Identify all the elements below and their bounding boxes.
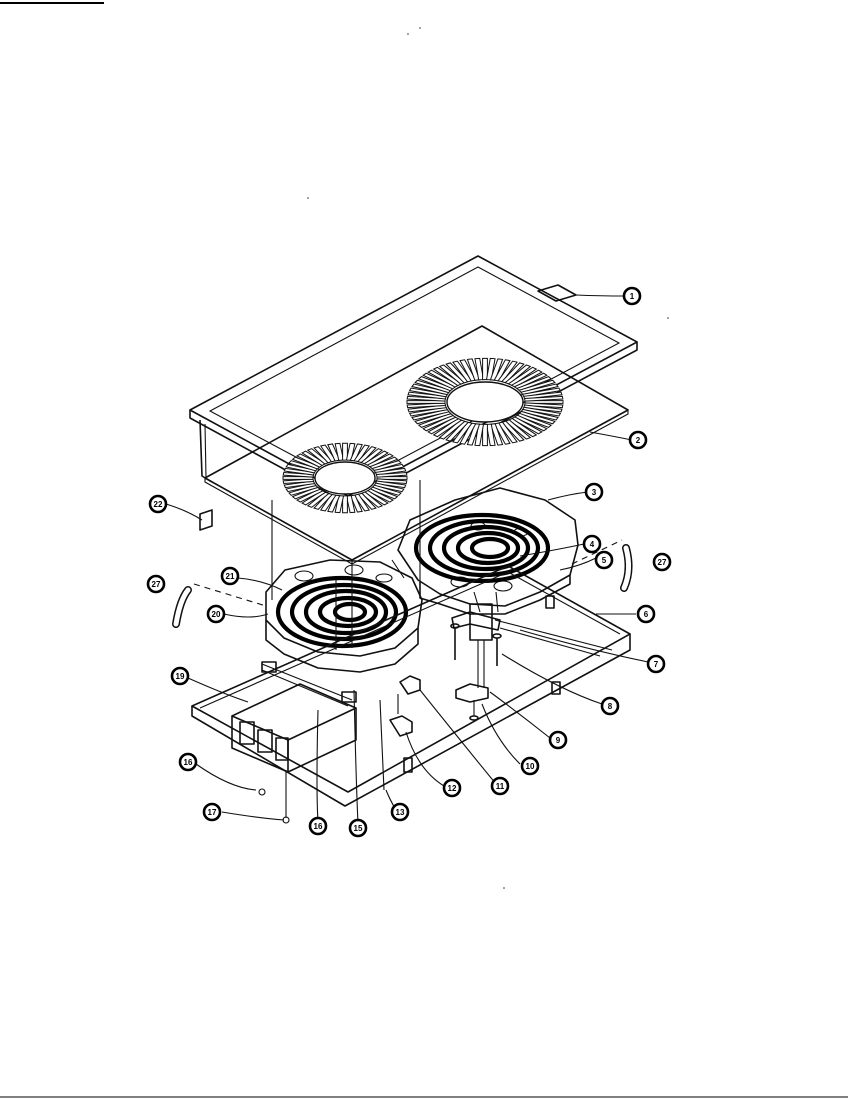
screws-and-clips [379, 611, 502, 791]
right-element-pan [397, 487, 579, 688]
callout-circle [390, 802, 410, 822]
callout-circle [146, 574, 166, 594]
base-pan [191, 565, 631, 807]
callout-number: 3 [592, 488, 597, 497]
callout-number: 16 [314, 822, 323, 831]
corner-bracket [199, 509, 213, 531]
callout-circle [584, 482, 604, 502]
control-box [231, 661, 357, 824]
callout-circle [202, 802, 222, 822]
callout-number: 27 [658, 558, 667, 567]
callout-number: 6 [644, 610, 649, 619]
callout-circle [646, 654, 666, 674]
callout-number: 8 [608, 702, 613, 711]
callout-circle [148, 494, 168, 514]
callout-number: 2 [636, 436, 641, 445]
callout-circle [600, 696, 620, 716]
callout-circle [520, 756, 540, 776]
callout-number: 1 [630, 292, 635, 301]
left-element-pan [265, 559, 423, 673]
callout-circle [442, 778, 462, 798]
callout-number: 10 [526, 762, 535, 771]
callout-circle [628, 430, 648, 450]
glass-cooktop [204, 325, 629, 565]
callout-number: 7 [654, 660, 659, 669]
callout-circle [582, 534, 602, 554]
callout-circle [206, 604, 226, 624]
leader-lines [165, 294, 649, 825]
callout-number: 15 [354, 824, 363, 833]
callout-circle [178, 752, 198, 772]
callout-circle [348, 818, 368, 838]
tube-left [172, 586, 192, 628]
callout-circle [622, 286, 642, 306]
callout-number: 17 [208, 808, 217, 817]
callout-circle [636, 604, 656, 624]
callout-number: 11 [496, 782, 505, 791]
callout-number: 16 [184, 758, 193, 767]
callout-circle [548, 730, 568, 750]
callout-number: 22 [154, 500, 163, 509]
callout-number: 21 [226, 572, 235, 581]
callout-number: 20 [212, 610, 221, 619]
tube-right [620, 544, 633, 592]
callout-number: 4 [590, 540, 595, 549]
callout-circle [652, 552, 672, 572]
callout-circle [170, 666, 190, 686]
callout-number: 5 [602, 556, 607, 565]
callout-circle [308, 816, 328, 836]
callout-number: 9 [556, 736, 561, 745]
callout-circle [490, 776, 510, 796]
callout-number: 12 [448, 784, 457, 793]
callout-number: 27 [152, 580, 161, 589]
callout-number: 19 [176, 672, 185, 681]
callout-circle [220, 566, 240, 586]
callout-number: 13 [396, 808, 405, 817]
frame [189, 255, 638, 505]
callout-circle [594, 550, 614, 570]
